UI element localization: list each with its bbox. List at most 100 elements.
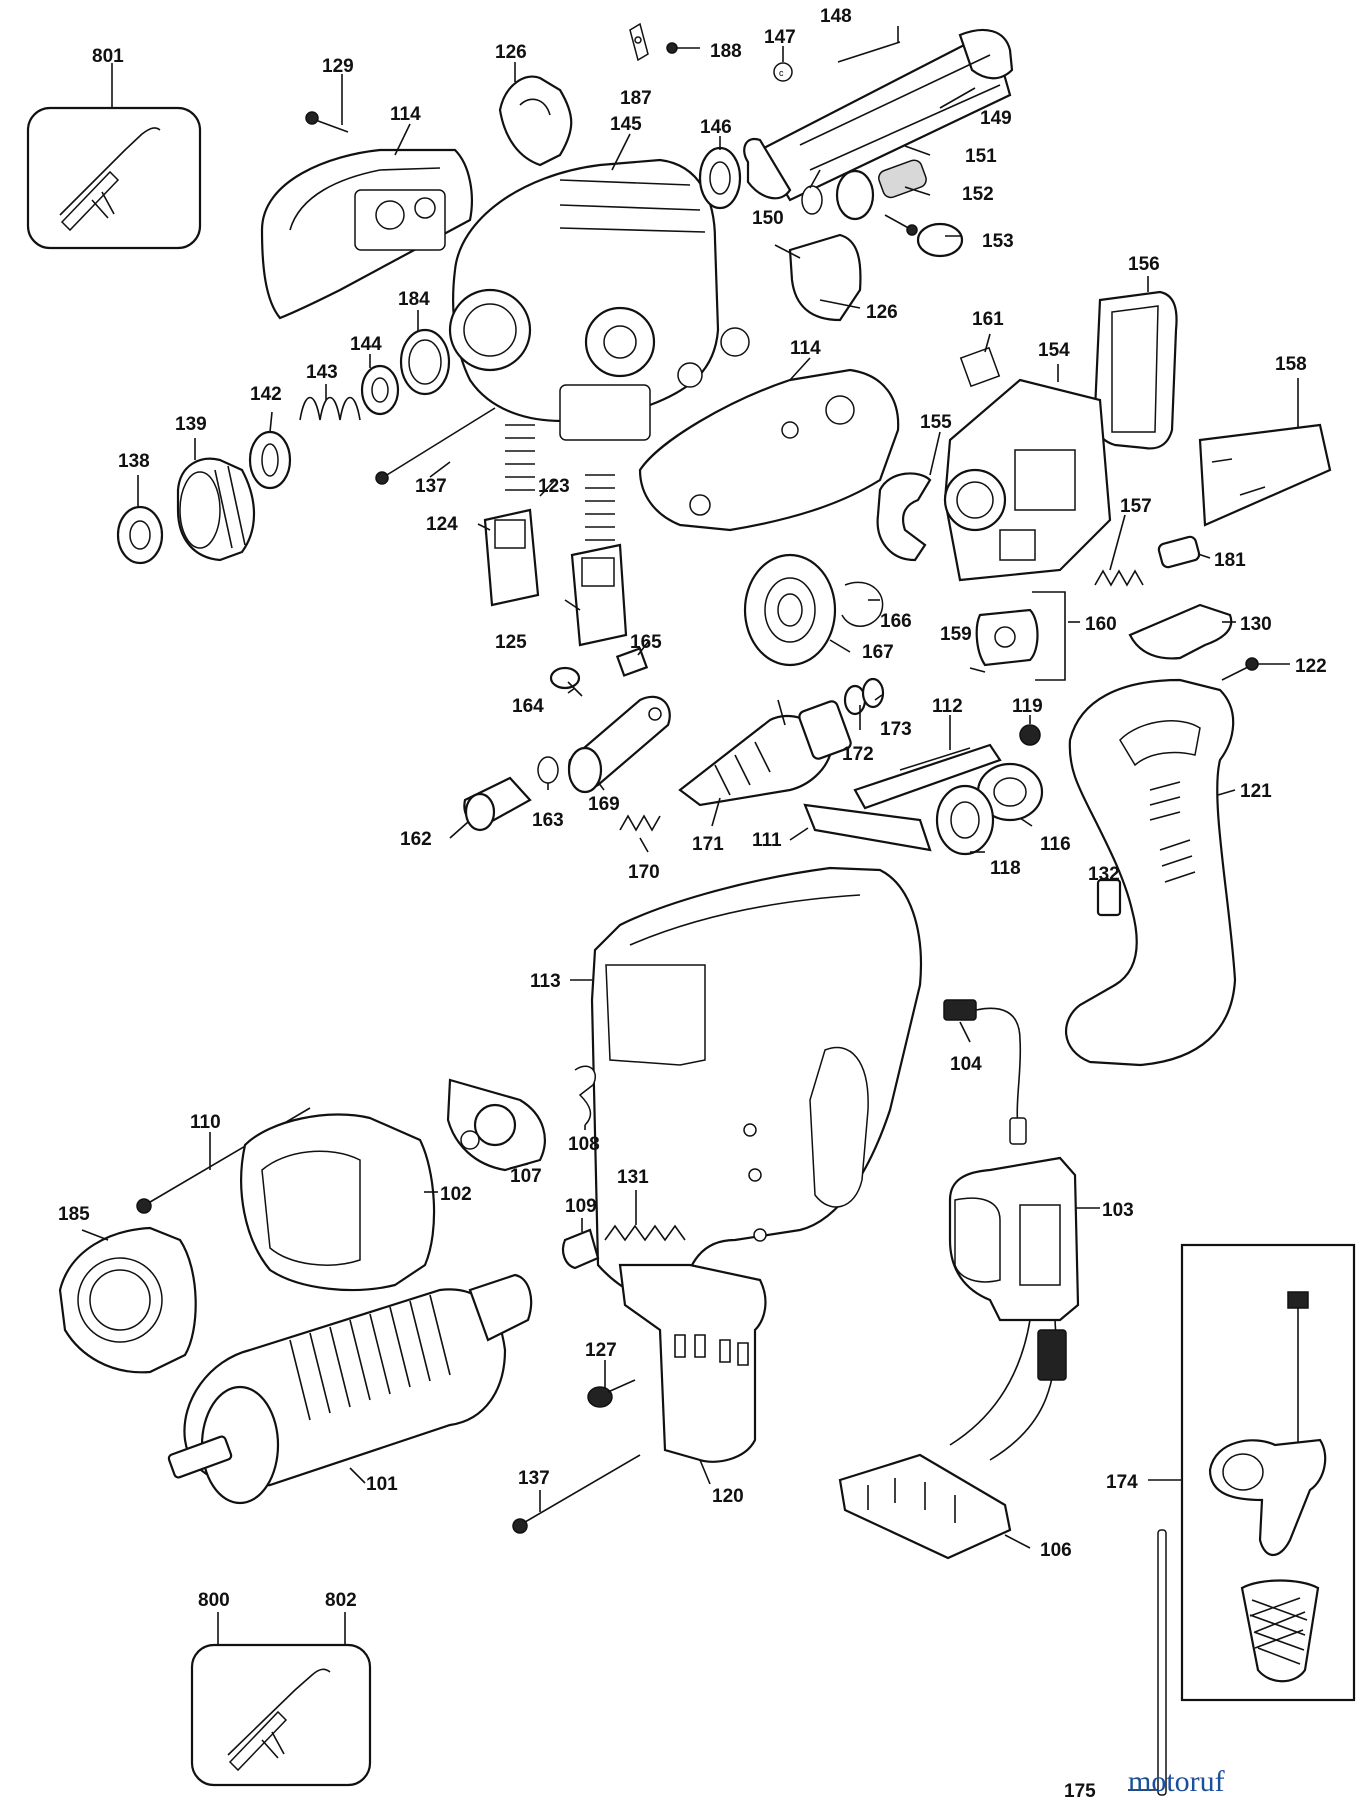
cover-114-lower <box>638 368 900 532</box>
grease-kit-box-800-802 <box>190 1643 372 1787</box>
seal-118 <box>935 784 995 856</box>
label-169: 169 <box>588 794 620 815</box>
label-108: 108 <box>568 1134 600 1155</box>
o-ring-150 <box>801 185 823 215</box>
ring-146 <box>698 146 742 210</box>
washer-144 <box>360 364 400 416</box>
site-watermark-logo: motoruf <box>1128 1765 1225 1798</box>
brush-ring-107 <box>446 1078 546 1172</box>
label-155: 155 <box>920 412 952 433</box>
label-149: 149 <box>980 108 1012 129</box>
plate-111 <box>803 803 932 852</box>
label-111: 111 <box>752 830 782 851</box>
label-114: 114 <box>790 338 821 359</box>
label-145: 145 <box>610 114 642 135</box>
label-173: 173 <box>880 719 912 740</box>
springs-123 <box>505 424 615 541</box>
label-116: 116 <box>1040 834 1071 855</box>
label-104: 104 <box>950 1054 982 1075</box>
label-139: 139 <box>175 414 207 435</box>
label-123: 123 <box>538 476 570 497</box>
switch-assembly-160 <box>975 591 1066 681</box>
grease-kit-box-801 <box>26 106 202 250</box>
label-162: 162 <box>400 829 432 850</box>
label-171: 171 <box>692 834 724 855</box>
gear-housing-145 <box>448 158 750 441</box>
label-159: 159 <box>940 624 972 645</box>
spring-143 <box>299 396 361 421</box>
label-146: 146 <box>700 117 732 138</box>
screw-152 <box>884 214 918 236</box>
label-181: 181 <box>1214 550 1246 571</box>
motor-housing-113 <box>590 866 922 1304</box>
bearing-cap-185 <box>58 1226 197 1374</box>
spring-157 <box>1094 569 1144 587</box>
screw-159 <box>969 667 986 673</box>
label-101: 101 <box>366 1474 398 1495</box>
button-130 <box>1128 603 1233 660</box>
brush-holder-125 <box>570 543 628 647</box>
label-130: 130 <box>1240 614 1272 635</box>
label-138: 138 <box>118 451 150 472</box>
label-147: 147 <box>764 27 796 48</box>
label-126: 126 <box>495 42 527 63</box>
label-137: 137 <box>415 476 447 497</box>
label-110: 110 <box>190 1112 221 1133</box>
label-185: 185 <box>58 1204 90 1225</box>
label-800: 800 <box>198 1590 230 1611</box>
spring-clip-187 <box>629 22 649 62</box>
label-150: 150 <box>752 208 784 229</box>
label-114: 114 <box>390 104 421 125</box>
label-187: 187 <box>620 88 652 109</box>
label-132: 132 <box>1088 864 1120 885</box>
spindle-149 <box>743 28 1014 202</box>
spring-170 <box>619 814 661 832</box>
label-152: 152 <box>962 184 994 205</box>
label-157: 157 <box>1120 496 1152 517</box>
pin-148 <box>837 41 901 63</box>
brush-holder-124 <box>483 508 540 607</box>
handle-121 <box>1065 678 1237 1067</box>
striker-162 <box>463 776 532 832</box>
knob-109 <box>561 1228 600 1270</box>
label-143: 143 <box>306 362 338 383</box>
spindle-171 <box>678 699 852 807</box>
label-151: 151 <box>965 146 997 167</box>
switch-housing-154 <box>943 378 1112 582</box>
label-160: 160 <box>1085 614 1117 635</box>
label-118: 118 <box>990 858 1021 879</box>
part-labels: 801 129 114 126 145 187 188 147 148 149 … <box>58 6 1327 1800</box>
screw-129 <box>305 111 349 133</box>
label-102: 102 <box>440 1184 472 1205</box>
block-132 <box>1096 878 1122 917</box>
label-170: 170 <box>628 862 660 883</box>
label-174: 174 <box>1106 1472 1138 1493</box>
label-156: 156 <box>1128 254 1160 275</box>
seal-184 <box>399 328 451 396</box>
screw-127 <box>587 1379 636 1408</box>
washers-172-173 <box>843 677 885 716</box>
label-158: 158 <box>1275 354 1307 375</box>
long-screw-137-top <box>375 407 496 485</box>
screw-119 <box>1019 724 1041 746</box>
gear-151 <box>835 159 927 221</box>
clip-153 <box>916 222 964 258</box>
ring-147: c <box>773 62 793 82</box>
label-109: 109 <box>565 1196 597 1217</box>
label-184: 184 <box>398 289 430 310</box>
label-153: 153 <box>982 231 1014 252</box>
leader-lines <box>81 26 1299 1791</box>
label-137: 137 <box>518 1468 550 1489</box>
label-167: 167 <box>862 642 894 663</box>
clamp-155 <box>876 472 932 562</box>
label-106: 106 <box>1040 1540 1072 1561</box>
carbon-brush-104 <box>943 999 1027 1145</box>
cap-138 <box>116 505 164 565</box>
bolt-164 <box>549 666 583 697</box>
label-161: 161 <box>972 309 1004 330</box>
label-188: 188 <box>710 41 742 62</box>
label-148: 148 <box>820 6 852 27</box>
label-103: 103 <box>1102 1200 1134 1221</box>
label-124: 124 <box>426 514 458 535</box>
